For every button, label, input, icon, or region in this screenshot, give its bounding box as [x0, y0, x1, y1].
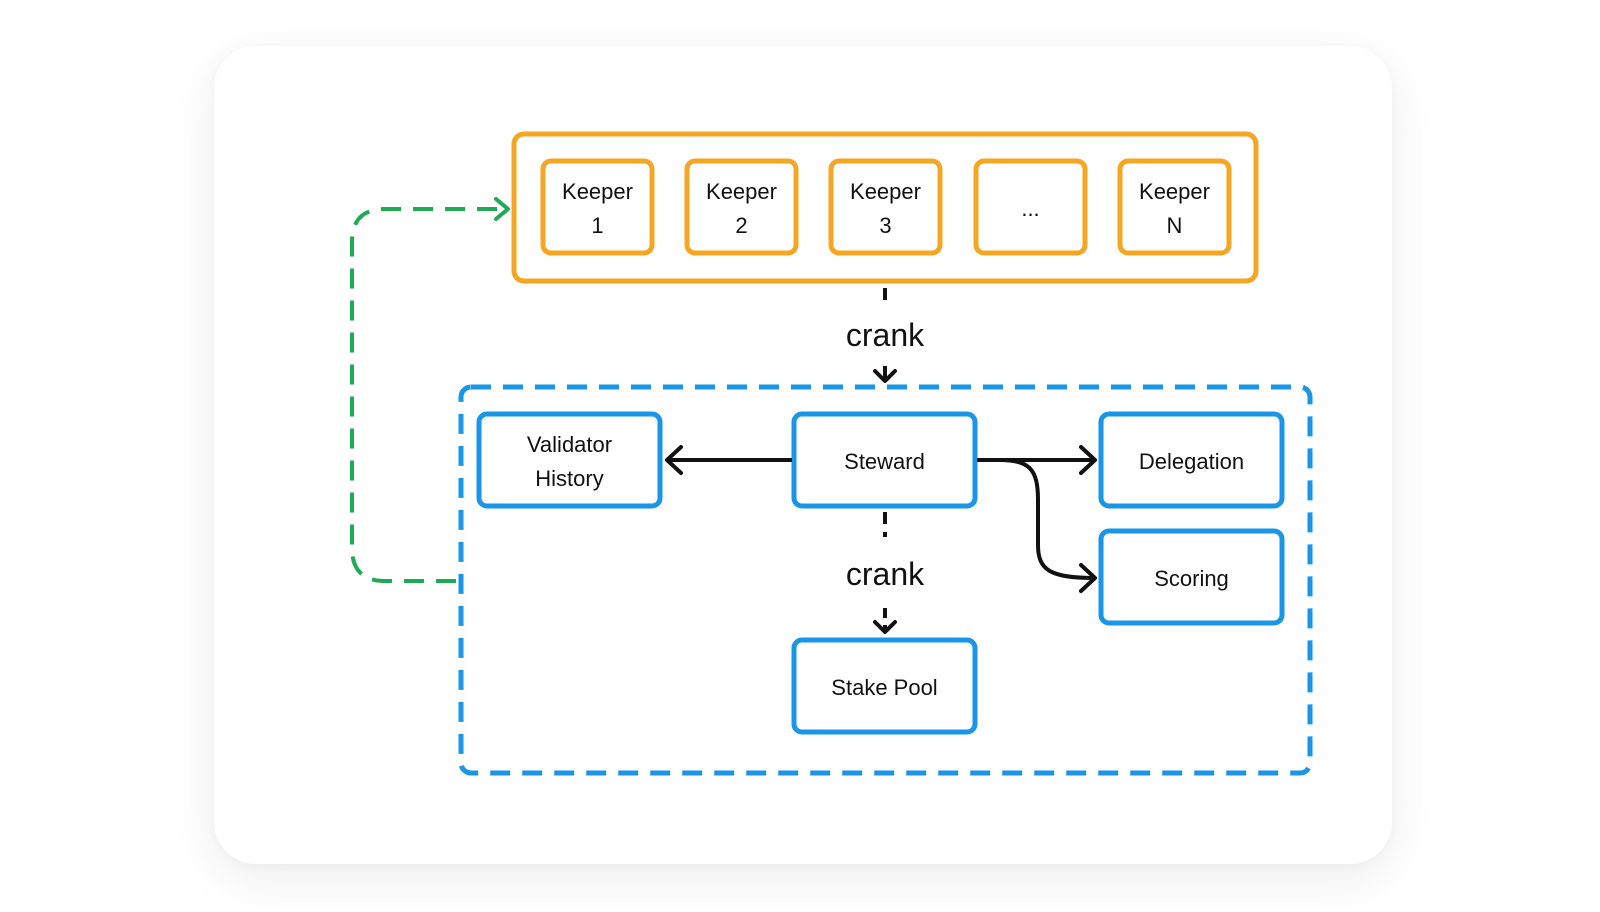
feedback-loop-arrowhead: [494, 197, 510, 221]
keeper-node-2-line1: Keeper: [706, 179, 777, 204]
validator-history-node: Validator History: [476, 411, 663, 509]
keeper-node-1-line2: 1: [591, 213, 603, 238]
keeper-node-n: Keeper N: [1117, 158, 1232, 256]
scoring-label: Scoring: [1154, 566, 1229, 591]
steward-label: Steward: [844, 449, 925, 474]
keeper-node-2-line2: 2: [735, 213, 747, 238]
stake-pool-label: Stake Pool: [831, 675, 937, 700]
steward-node: Steward: [791, 411, 978, 509]
delegation-label: Delegation: [1139, 449, 1244, 474]
steward-to-scoring-arrowhead: [1079, 563, 1097, 593]
keepers-group: [511, 131, 1259, 284]
validator-history-line1: Validator: [527, 432, 612, 457]
keeper-node-2: Keeper 2: [684, 158, 799, 256]
feedback-loop-line: [350, 207, 506, 583]
keeper-node-ellipsis: ...: [973, 158, 1088, 256]
program-group: [458, 384, 1313, 776]
keeper-node-ellipsis-label: ...: [1021, 196, 1039, 221]
keeper-node-1-line1: Keeper: [562, 179, 633, 204]
validator-history-line2: History: [535, 466, 603, 491]
steward-to-validator-history-arrowhead: [665, 445, 683, 475]
steward-to-delegation-arrowhead: [1079, 445, 1097, 475]
crank-edge-steward-label: crank: [846, 556, 925, 592]
keeper-node-3-line1: Keeper: [850, 179, 921, 204]
stake-pool-node: Stake Pool: [791, 637, 978, 735]
keeper-node-1: Keeper 1: [540, 158, 655, 256]
keeper-node-3: Keeper 3: [828, 158, 943, 256]
keeper-node-n-line2: N: [1167, 213, 1183, 238]
keeper-node-n-line1: Keeper: [1139, 179, 1210, 204]
steward-to-scoring-line: [999, 458, 1096, 580]
keeper-node-3-line2: 3: [879, 213, 891, 238]
crank-edge-keepers-label: crank: [846, 317, 925, 353]
crank-edge-keepers-arrowhead: [873, 369, 897, 383]
scoring-node: Scoring: [1098, 528, 1285, 626]
crank-edge-steward-arrowhead: [873, 620, 897, 634]
delegation-node: Delegation: [1098, 411, 1285, 509]
